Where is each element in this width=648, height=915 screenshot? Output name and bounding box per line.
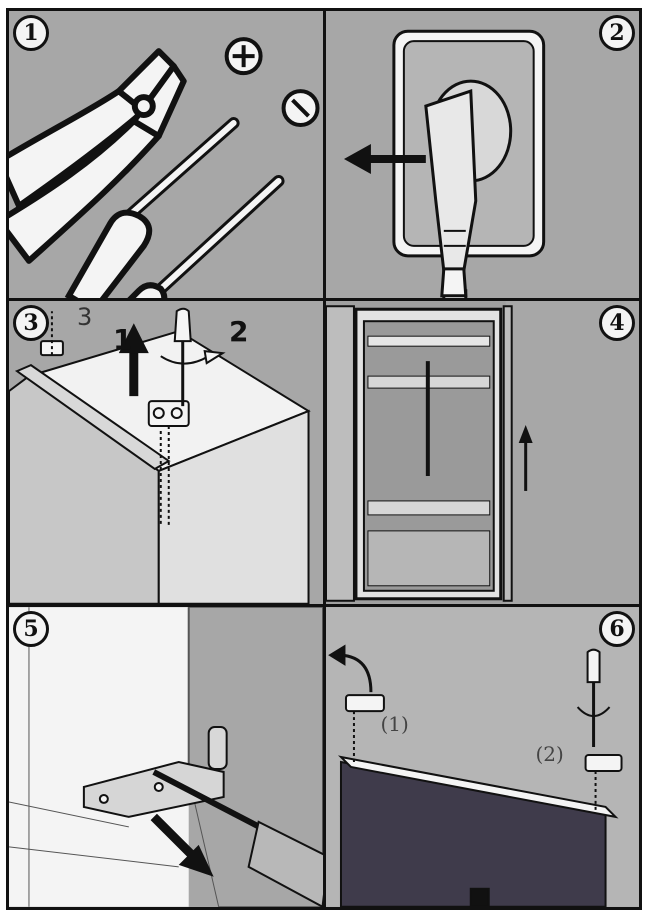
hinge-icon: [82, 726, 228, 818]
arrow-icon: [150, 813, 214, 877]
arrow-icon: [343, 144, 426, 174]
phillips-screwdriver-icon: [152, 769, 323, 907]
remove-top-hinge-illustration: [9, 307, 311, 604]
flathead-screwdriver-icon: [127, 174, 285, 298]
arrow-icon: [118, 323, 149, 397]
step-1-panel: 1: [9, 11, 323, 298]
step-badge: 3: [13, 305, 49, 341]
label-step-3: 3: [77, 303, 93, 331]
fridge-door-top: [337, 755, 619, 907]
steps-grid: 1 2: [6, 8, 642, 910]
step-6-panel: 6 (1) (2): [325, 607, 639, 907]
step-5-panel: 5: [9, 607, 323, 907]
phillips-screwdriver-icon: [576, 648, 610, 748]
step-badge: 2: [599, 15, 635, 51]
pliers-icon: [9, 48, 187, 264]
label-step-2: 2: [229, 315, 249, 348]
step-badge: 5: [13, 611, 49, 647]
fridge-cabinet: [9, 330, 311, 604]
tools-illustration: [9, 37, 320, 298]
hinge-cover-icon: [344, 694, 623, 812]
power-plug-icon: [423, 89, 477, 298]
hinge-icon: [39, 311, 190, 526]
remove-bottom-hinge-illustration: [9, 607, 323, 907]
phillips-screwdriver-icon: [160, 307, 226, 407]
minus-symbol-icon: [281, 89, 320, 128]
label-cover-2: (2): [535, 742, 564, 766]
arrow-icon: [518, 425, 533, 491]
cabinet-corner: [9, 607, 323, 907]
plus-symbol-icon: [224, 37, 263, 76]
label-step-1: 1: [113, 323, 133, 356]
phillips-screwdriver-icon: [64, 117, 240, 298]
step-3-panel: 3 1 2 3: [9, 301, 323, 604]
unplug-illustration: [343, 29, 545, 298]
step-badge: 4: [599, 305, 635, 341]
step-badge: 6: [599, 611, 635, 647]
step-4-panel: 4: [325, 301, 639, 604]
label-cover-1: (1): [380, 712, 409, 736]
lift-door-illustration: [325, 301, 533, 604]
fridge-door-open: [325, 301, 513, 604]
swap-hinge-covers-illustration: [325, 607, 639, 907]
step-badge: 1: [13, 15, 49, 51]
step-2-panel: 2: [325, 11, 639, 298]
rotate-arrow-icon: [327, 644, 372, 693]
